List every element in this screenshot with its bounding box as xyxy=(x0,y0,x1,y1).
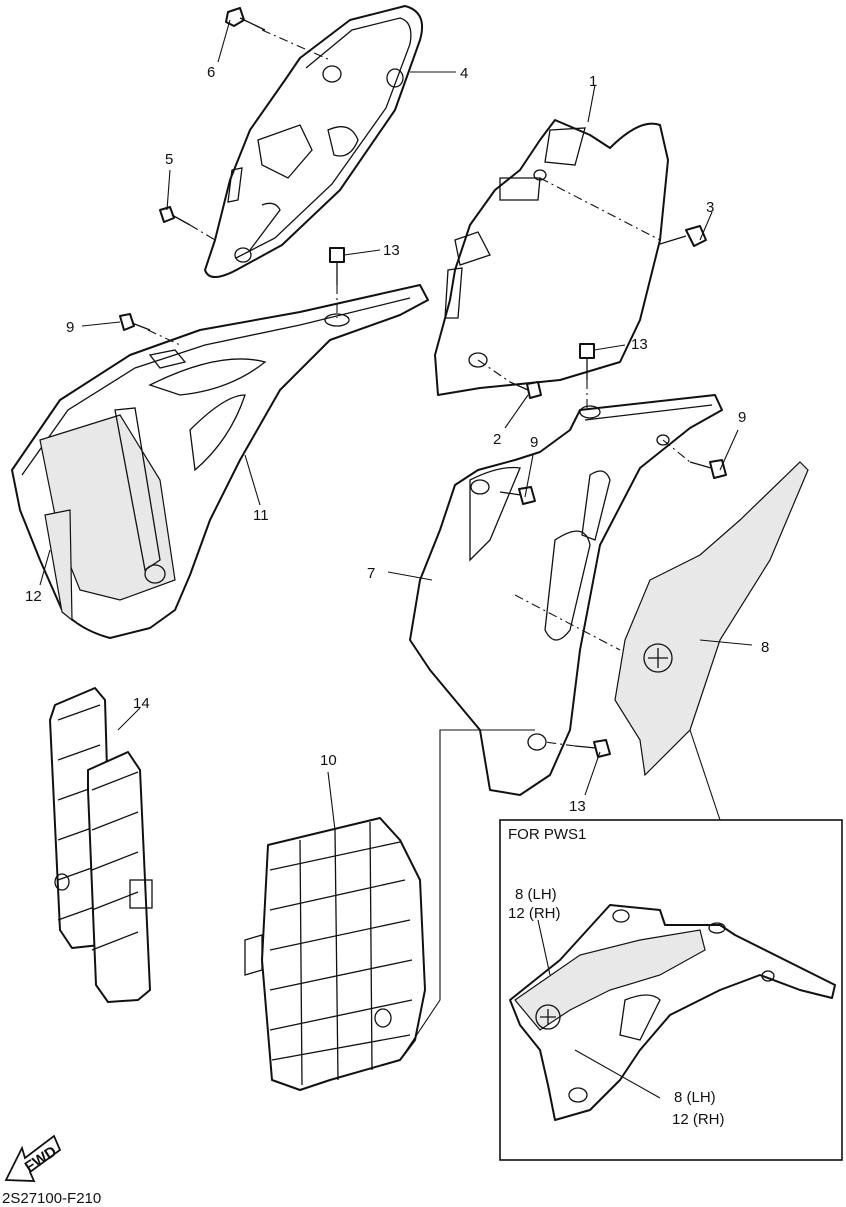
callout-1: 1 xyxy=(589,73,597,90)
bolt-2 xyxy=(509,381,542,399)
bolt-5 xyxy=(159,206,191,226)
callout-labels: 1 2 3 4 5 6 7 8 9 9 9 10 11 12 13 13 13 … xyxy=(25,64,769,815)
inset-label-b-1: 8 (LH) xyxy=(674,1089,716,1106)
part-7-shroud-right xyxy=(409,394,723,796)
leader-lines xyxy=(39,19,753,1061)
part-4-side-cover-left xyxy=(204,5,424,278)
callout-9-left: 9 xyxy=(66,319,74,336)
part-8-graphic-right xyxy=(614,461,809,777)
callout-7: 7 xyxy=(367,565,375,582)
callout-3: 3 xyxy=(706,199,714,216)
bolt-9-left xyxy=(119,313,151,331)
callout-14: 14 xyxy=(133,695,150,712)
inset-labels: FOR PWS1 8 (LH) 12 (RH) 8 (LH) 12 (RH) xyxy=(508,826,725,1128)
callout-10: 10 xyxy=(320,752,337,769)
inset-pws1 xyxy=(499,819,843,1161)
callout-13-mid: 13 xyxy=(631,336,648,353)
callout-9-mid: 9 xyxy=(530,434,538,451)
inset-title: FOR PWS1 xyxy=(508,826,586,843)
callout-12: 12 xyxy=(25,588,42,605)
part-10-radiator-louver xyxy=(244,817,426,1091)
part-11-shroud-left xyxy=(11,284,429,639)
callout-5: 5 xyxy=(165,151,173,168)
callout-11: 11 xyxy=(253,507,269,524)
bolt-13-mid xyxy=(579,343,595,380)
assembly-lines xyxy=(147,29,691,747)
bolt-6 xyxy=(225,7,266,31)
part-12-graphic-left xyxy=(44,509,73,622)
callout-13-top: 13 xyxy=(383,242,400,259)
inset-label-b-2: 12 (RH) xyxy=(672,1111,725,1128)
inset-label-a-2: 12 (RH) xyxy=(508,905,561,922)
callout-4: 4 xyxy=(460,65,468,82)
forward-arrow-icon xyxy=(4,1134,62,1182)
bolt-13-top xyxy=(324,247,350,327)
bolt-13-bottom xyxy=(574,739,611,758)
callout-2: 2 xyxy=(493,431,501,448)
bolt-3 xyxy=(659,225,707,247)
part-1-side-plate-right xyxy=(434,119,669,396)
inset-label-a-1: 8 (LH) xyxy=(515,886,557,903)
callout-13-bottom: 13 xyxy=(569,798,586,815)
callout-8: 8 xyxy=(761,639,769,656)
callout-6: 6 xyxy=(207,64,215,81)
diagram-code: 2S27100-F210 xyxy=(2,1190,101,1207)
callout-9-right: 9 xyxy=(738,409,746,426)
part-14-radiator-guard xyxy=(49,687,153,1003)
